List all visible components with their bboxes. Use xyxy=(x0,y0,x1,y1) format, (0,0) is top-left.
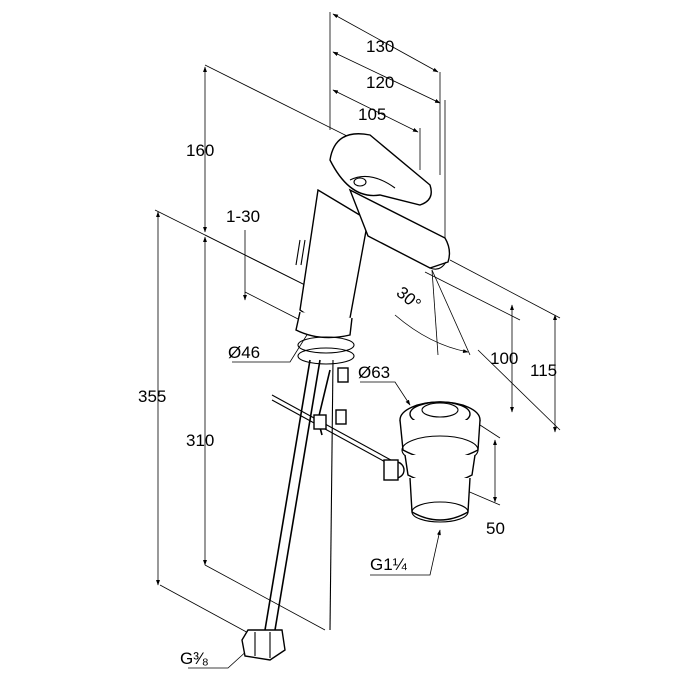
dim-120-label: 120 xyxy=(366,73,394,92)
dim-310-label: 310 xyxy=(186,431,214,450)
dim-1-30-label: 1-30 xyxy=(226,207,260,226)
dim-160-label: 160 xyxy=(186,141,214,160)
thread-g38-label: G³⁄₈ xyxy=(180,649,209,668)
dimension-lines xyxy=(156,13,557,669)
dimension-labels: 130 120 105 160 1-30 30° Ø46 Ø63 355 310… xyxy=(138,37,557,668)
supply-fitting xyxy=(241,629,286,661)
dim-105-label: 105 xyxy=(358,105,386,124)
drain-valve xyxy=(383,401,481,523)
dia63-label: Ø63 xyxy=(358,363,390,382)
faucet-body xyxy=(295,133,451,365)
dia46-label: Ø46 xyxy=(228,343,260,362)
dim-130-label: 130 xyxy=(366,37,394,56)
dim-100-label: 100 xyxy=(490,349,518,368)
angle-30-label: 30° xyxy=(393,283,425,314)
thread-g114-label: G1¼ xyxy=(370,555,408,574)
dim-115-label: 115 xyxy=(530,361,557,380)
dim-355-label: 355 xyxy=(138,387,166,406)
dim-50-label: 50 xyxy=(486,519,505,538)
supply-hoses xyxy=(264,359,401,631)
